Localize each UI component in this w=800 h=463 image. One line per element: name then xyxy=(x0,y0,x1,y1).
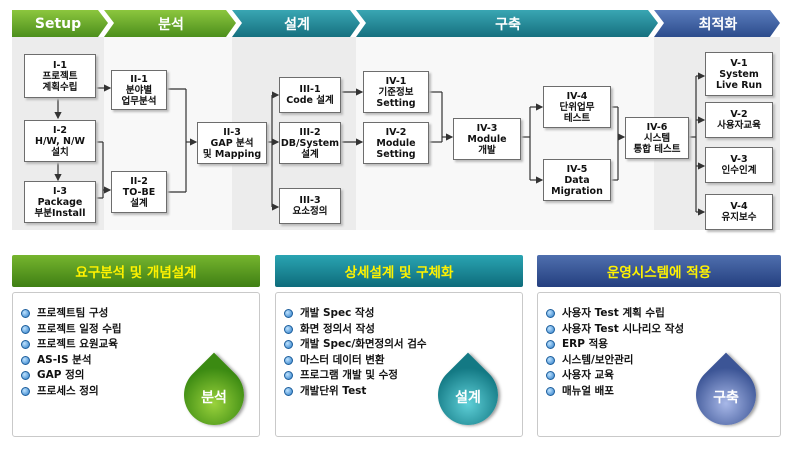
bullet-icon xyxy=(546,371,555,381)
bullet-icon xyxy=(284,371,293,381)
list-item: 시스템/보안관리 xyxy=(546,353,780,369)
bullet-icon xyxy=(21,386,30,396)
phase-analysis: 분석 xyxy=(158,16,184,33)
phase-arrow-build xyxy=(356,10,658,37)
list-item: 개발 Spec 작성 xyxy=(284,306,522,322)
bullet-icon xyxy=(546,355,555,365)
list-item: AS-IS 분석 xyxy=(21,353,259,369)
list-item: 마스터 데이터 변환 xyxy=(284,353,522,369)
bullet-icon xyxy=(21,340,30,350)
panel-title-requirements: 요구분석 및 개념설계 xyxy=(12,255,260,287)
list-item: 화면 정의서 작성 xyxy=(284,322,522,338)
panel-detailed-design: 개발 Spec 작성 화면 정의서 작성 개발 Spec/화면정의서 검수 마스… xyxy=(275,292,523,438)
list-item: 매뉴얼 배포 xyxy=(546,384,780,400)
list-item: 프로젝트 요원교육 xyxy=(21,337,259,353)
flow-connectors xyxy=(54,72,706,216)
bullet-icon xyxy=(21,371,30,381)
list-item: ERP 적용 xyxy=(546,337,780,353)
bullet-icon xyxy=(21,355,30,365)
bullet-icon xyxy=(546,309,555,319)
phase-setup: Setup xyxy=(34,15,82,32)
phase-design: 설계 xyxy=(284,16,310,33)
list-item: 프로젝트팀 구성 xyxy=(21,306,259,322)
phase-arrow-optimize xyxy=(654,10,780,37)
list-item: 프로세스 정의 xyxy=(21,384,259,400)
phase-build: 구축 xyxy=(495,16,521,33)
phase-arrows xyxy=(12,10,780,37)
phase-arrow-setup xyxy=(12,10,108,37)
panel-title-operation: 운영시스템에 적용 xyxy=(537,255,781,287)
bullet-icon xyxy=(284,386,293,396)
bullet-icon xyxy=(284,324,293,334)
bullet-icon xyxy=(546,324,555,334)
bullet-icon xyxy=(21,324,30,334)
bullet-icon xyxy=(284,309,293,319)
badge-label-analysis: 분석 xyxy=(201,390,227,406)
badge-label-build: 구축 xyxy=(713,390,739,406)
panel-operation: 사용자 Test 계획 수립 사용자 Test 시나리오 작성 ERP 적용 시… xyxy=(537,292,781,438)
phase-arrow-analysis xyxy=(104,10,236,37)
bullet-icon xyxy=(546,386,555,396)
panel-requirements: 프로젝트팀 구성 프로젝트 일정 수립 프로젝트 요원교육 AS-IS 분석 G… xyxy=(12,292,260,438)
list-item: GAP 정의 xyxy=(21,368,259,384)
panel-title-detailed-design: 상세설계 및 구체화 xyxy=(275,255,523,287)
list-item: 사용자 Test 시나리오 작성 xyxy=(546,322,780,338)
bullet-icon xyxy=(546,340,555,350)
badge-label-design: 설계 xyxy=(455,390,481,406)
list-item: 개발 Spec/화면정의서 검수 xyxy=(284,337,522,353)
list-item: 프로그램 개발 및 수정 xyxy=(284,368,522,384)
bullet-icon xyxy=(21,309,30,319)
list-item: 사용자 교육 xyxy=(546,368,780,384)
list-item: 사용자 Test 계획 수립 xyxy=(546,306,780,322)
list-item: 프로젝트 일정 수립 xyxy=(21,322,259,338)
bullet-icon xyxy=(284,355,293,365)
bullet-icon xyxy=(284,340,293,350)
phase-optimize: 최적화 xyxy=(698,16,738,33)
list-item: 개발단위 Test xyxy=(284,384,522,400)
phase-arrow-design xyxy=(232,10,360,37)
